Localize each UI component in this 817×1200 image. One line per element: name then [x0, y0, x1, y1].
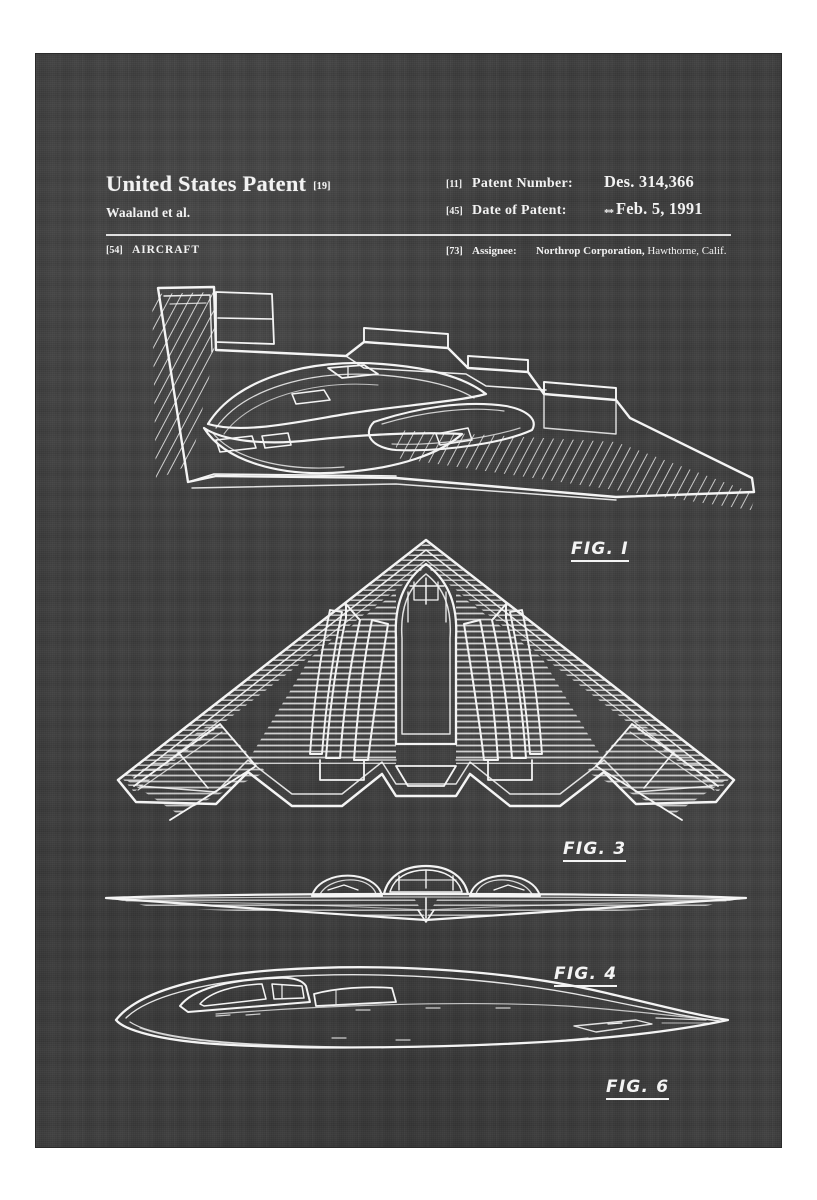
office-bracket-code: [19]	[313, 181, 331, 192]
header-divider-rule	[106, 234, 731, 236]
figure-4-drawing	[96, 854, 756, 944]
assignee-name: Northrop Corporation,	[536, 245, 645, 257]
patent-subheader: [54] AIRCRAFT [73] Assignee: Northrop Co…	[106, 244, 731, 259]
patent-number-row: [11] Patent Number: Des. 314,366	[446, 172, 731, 192]
figure-3-drawing	[96, 534, 756, 824]
invention-bracket: [54]	[106, 245, 123, 256]
figure-1-label: FIG. I	[571, 539, 629, 562]
office-title-text: United States Patent	[106, 171, 307, 196]
patent-poster: United States Patent[19] Waaland et al. …	[36, 54, 781, 1147]
patent-number-value: Des. 314,366	[604, 172, 694, 191]
inventor-name: Waaland et al.	[106, 204, 191, 220]
figure-6-label: FIG. 6	[606, 1077, 670, 1100]
patent-number-label: Patent Number:	[472, 176, 574, 191]
figure-4-label: FIG. 4	[554, 964, 618, 987]
assignee-location: Hawthorne, Calif.	[647, 245, 727, 257]
patent-header: United States Patent[19] Waaland et al. …	[106, 172, 731, 221]
page-title: United States Patent [19]	[106, 172, 436, 196]
date-bracket: [45]	[446, 206, 463, 217]
patent-number-bracket: [11]	[446, 179, 463, 190]
patent-date-row: [45] Date of Patent: **Feb. 5, 1991	[446, 199, 731, 219]
invention-title: AIRCRAFT	[132, 244, 200, 256]
date-dagger-mark: **	[604, 207, 614, 219]
figure-6-drawing	[96, 954, 756, 1069]
assignee-bracket: [73]	[446, 246, 463, 257]
figure-1-drawing	[96, 282, 756, 547]
date-label: Date of Patent:	[472, 203, 567, 218]
date-value: Feb. 5, 1991	[616, 199, 703, 218]
assignee-label: Assignee:	[472, 245, 517, 257]
figure-3-label: FIG. 3	[563, 839, 627, 862]
